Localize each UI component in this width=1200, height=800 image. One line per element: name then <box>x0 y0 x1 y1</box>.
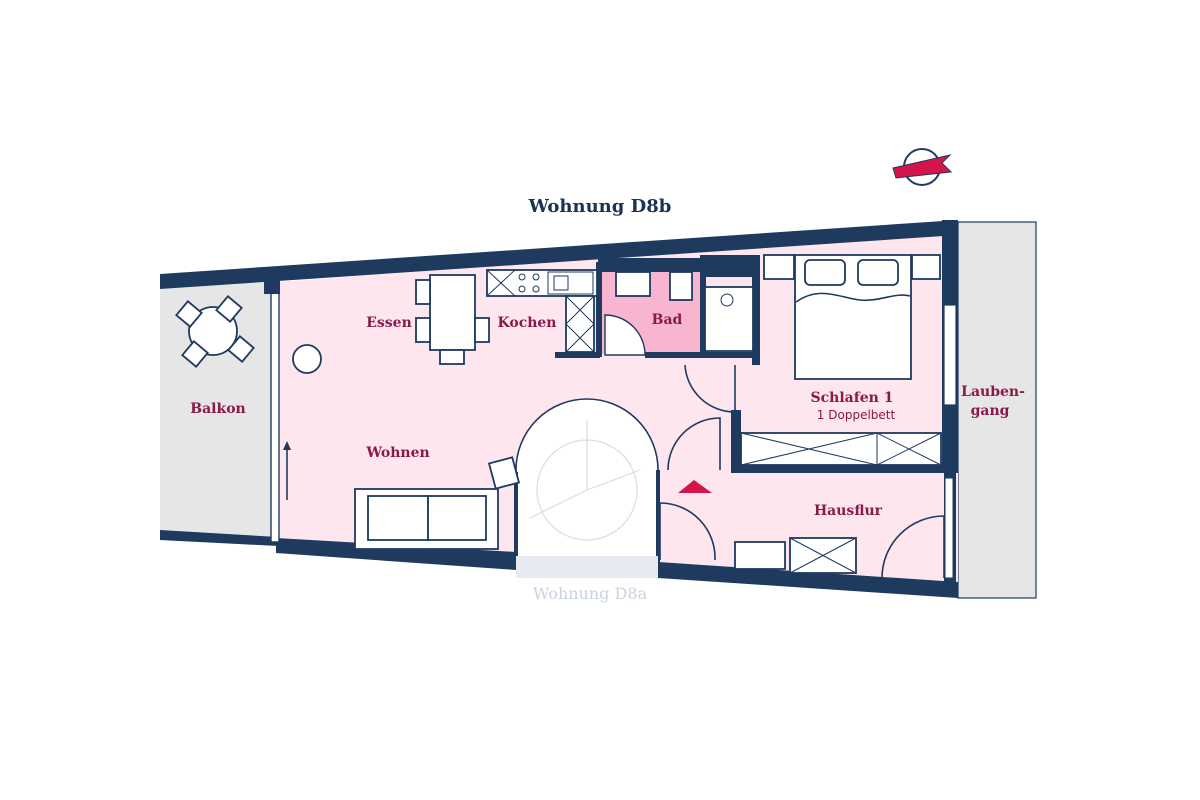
bottom-wall-right <box>658 562 958 598</box>
wall-post <box>264 280 280 294</box>
bedroom-left-wall-top <box>752 255 760 365</box>
hall-cabinet <box>789 537 857 574</box>
kitchen-wall <box>555 352 600 358</box>
hall-door <box>667 417 721 471</box>
bath-right-wall <box>700 258 706 358</box>
bottom-wall-left <box>276 538 516 570</box>
bath-bottom-wall <box>645 352 703 358</box>
wall-block <box>700 255 758 277</box>
balkon-table <box>175 295 255 368</box>
label-bad: Bad <box>652 312 683 328</box>
stair-steps <box>529 420 641 541</box>
bath-fixtures <box>615 271 754 352</box>
bedroom-door <box>684 364 736 413</box>
label-essen: Essen <box>366 315 412 331</box>
label-laubengang-2: gang <box>971 403 1010 419</box>
bath-door <box>604 314 646 356</box>
neighbor-label: Wohnung D8a <box>533 584 648 603</box>
label-wohnen: Wohnen <box>365 445 429 461</box>
wardrobe <box>740 432 942 466</box>
bath-left-wall <box>596 262 602 357</box>
entry-triangle-icon <box>678 480 712 493</box>
storage-bottom-wall <box>703 352 758 358</box>
bedroom-window <box>943 304 957 406</box>
label-kochen: Kochen <box>498 315 557 331</box>
entrance-door <box>881 515 945 579</box>
apartment-title: Wohnung D8b <box>528 196 672 217</box>
label-schlafen-sub: 1 Doppelbett <box>817 408 896 422</box>
label-laubengang-1: Lauben- <box>961 384 1025 400</box>
plant-pot <box>292 344 322 374</box>
bedroom-bottom-wall <box>731 465 958 473</box>
stair-door <box>659 502 716 561</box>
balkon-bottom-wall <box>160 530 278 546</box>
compass-icon <box>892 148 953 186</box>
arrow-up-icon <box>283 441 291 500</box>
double-bed <box>763 254 941 380</box>
label-schlafen: Schlafen 1 <box>811 390 894 406</box>
stair-opening <box>516 556 658 578</box>
label-balkon: Balkon <box>190 401 245 417</box>
bedroom-left-wall-bottom <box>731 410 741 472</box>
kitchen-counter <box>486 269 598 353</box>
armchair <box>487 456 521 490</box>
balkon-window <box>270 281 280 543</box>
label-hausflur: Hausflur <box>814 503 883 519</box>
sofa <box>354 488 499 550</box>
bath-top-wall <box>598 258 708 272</box>
stair-wall <box>515 398 659 578</box>
dining-table <box>415 274 490 365</box>
laubengang-area <box>957 221 1037 599</box>
hall-bench <box>734 541 786 570</box>
balkon-area <box>160 272 278 545</box>
staircase <box>516 399 658 578</box>
top-wall <box>160 220 958 289</box>
